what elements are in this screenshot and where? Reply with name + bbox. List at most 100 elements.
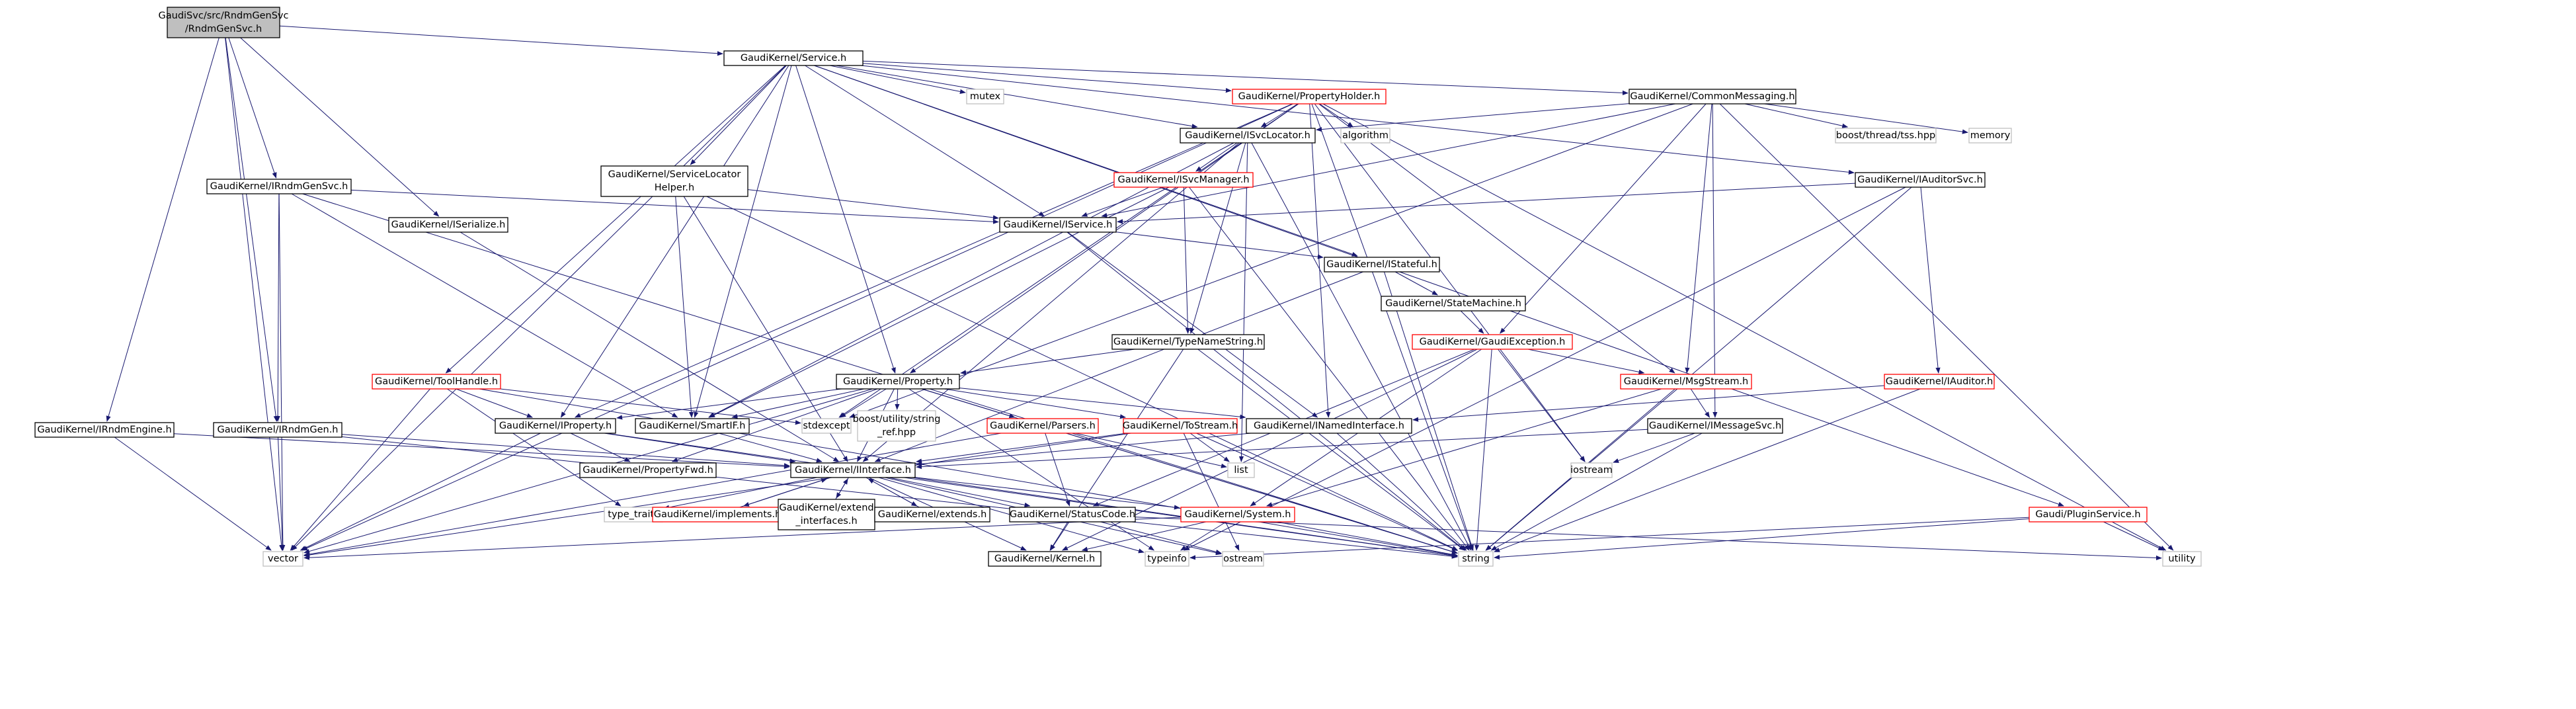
node-commonmessaging[interactable]: GaudiKernel/CommonMessaging.h [1629,89,1796,104]
node-statuscode[interactable]: GaudiKernel/StatusCode.h [1009,507,1136,522]
node-label-stdexcept: stdexcept [803,421,850,431]
edge-commonmessaging-to-iservice [1101,103,1675,218]
edge-root-to-vector [225,37,284,551]
node-iproperty[interactable]: GaudiKernel/IProperty.h [495,418,616,434]
node-parsers[interactable]: GaudiKernel/Parsers.h [986,418,1099,434]
node-gaudiexception[interactable]: GaudiKernel/GaudiException.h [1412,334,1573,350]
node-box-ostream [1222,551,1264,567]
node-label-pluginservice: Gaudi/PluginService.h [2035,509,2140,520]
node-isvcmanager[interactable]: GaudiKernel/ISvcManager.h [1113,172,1254,188]
edge-inamedinterface-to-iinterface [916,433,1251,466]
node-property[interactable]: GaudiKernel/Property.h [836,374,960,390]
edge-iauditorsvc-to-string [1485,187,1912,551]
node-extendinterfaces[interactable]: GaudiKernel/extend_interfaces.h [778,499,875,530]
node-toolhandle[interactable]: GaudiKernel/ToolHandle.h [372,374,501,390]
node-label-property: GaudiKernel/Property.h [843,376,953,387]
edge-servicelocatorhelper-to-iservice [747,189,999,220]
edge-toolhandle-to-string [479,388,1458,558]
node-ostream: ostream [1222,551,1264,567]
node-label-iinterface: GaudiKernel/IInterface.h [795,465,911,476]
edge-system-to-vector [303,517,1182,560]
node-box-msgstream [1620,374,1752,390]
edge-property-to-typeinfo [908,388,1155,551]
node-implements[interactable]: GaudiKernel/implements.h [652,507,783,522]
edge-pluginservice-to-string [1494,518,2030,560]
edge-iinterface-to-system [914,477,1180,510]
node-iservice[interactable]: GaudiKernel/IService.h [999,217,1117,233]
node-system[interactable]: GaudiKernel/System.h [1180,507,1295,522]
node-label-propertyfwd: GaudiKernel/PropertyFwd.h [583,465,713,476]
node-label-iserialize: GaudiKernel/ISerialize.h [391,220,506,230]
node-label-iostream: iostream [1570,465,1613,476]
edge-statuscode-to-kernel [1049,521,1068,551]
node-box-iauditor [1884,374,1995,390]
edge-tostream-to-iinterface [916,433,1127,464]
node-typenamestring[interactable]: GaudiKernel/TypeNameString.h [1111,334,1265,350]
node-root[interactable]: GaudiSvc/src/RndmGenSvc/RndmGenSvc.h [159,7,289,38]
node-iserialize[interactable]: GaudiKernel/ISerialize.h [388,217,508,233]
edge-root-to-irndmengine [106,37,220,422]
node-extends[interactable]: GaudiKernel/extends.h [874,507,990,522]
node-box-iauditorsvc [1855,172,1986,188]
node-box-gaudiexception [1412,334,1573,350]
node-kernel[interactable]: GaudiKernel/Kernel.h [988,551,1102,567]
edge-propertyholder-to-string [1311,103,1473,551]
edge-imessagesvc-to-string [1490,433,1703,551]
node-label-iproperty: GaudiKernel/IProperty.h [499,421,612,431]
edge-root-to-irndmgen [225,37,278,422]
node-box-tostream [1123,418,1238,434]
node-label-gaudiexception: GaudiKernel/GaudiException.h [1420,337,1566,347]
node-box-memory [1968,128,2012,144]
node-box-typenamestring [1111,334,1265,350]
node-service[interactable]: GaudiKernel/Service.h [723,50,864,66]
node-isvclocator[interactable]: GaudiKernel/ISvcLocator.h [1180,128,1316,144]
node-iauditorsvc[interactable]: GaudiKernel/IAuditorSvc.h [1855,172,1986,188]
edge-statemachine-to-gaudiexception [1460,310,1484,334]
edge-service-to-iservice [805,65,1045,217]
edge-service-to-mutex [829,65,966,94]
node-box-parsers [986,418,1099,434]
node-label-isvcmanager: GaudiKernel/ISvcManager.h [1117,175,1249,185]
node-tostream[interactable]: GaudiKernel/ToStream.h [1123,418,1238,434]
node-stdexcept: stdexcept [801,418,852,434]
node-iostream: iostream [1570,462,1613,478]
edge-propertyholder-to-property [910,103,1299,374]
node-vector: vector [262,551,303,567]
node-label-root-line-2: /RndmGenSvc.h [185,24,262,34]
node-pluginservice[interactable]: Gaudi/PluginService.h [2029,507,2148,522]
edge-propertyholder-to-msgstream [1318,103,1675,374]
node-irndmgen[interactable]: GaudiKernel/IRndmGen.h [213,422,342,438]
node-propertyholder[interactable]: GaudiKernel/PropertyHolder.h [1232,89,1387,104]
node-iinterface[interactable]: GaudiKernel/IInterface.h [790,462,916,478]
edge-isvclocator-to-smartif [708,142,1234,418]
node-smartif[interactable]: GaudiKernel/SmartIF.h [635,418,750,434]
node-istateful[interactable]: GaudiKernel/IStateful.h [1324,257,1440,272]
node-label-boostutility-line-2: _ref.hpp [877,427,916,438]
node-box-property [836,374,960,390]
edge-istateful-to-string [1384,271,1474,551]
edge-isvclocator-to-isvcmanager [1195,142,1238,172]
edge-parsers-to-string [1066,433,1458,554]
node-iauditor[interactable]: GaudiKernel/IAuditor.h [1884,374,1995,390]
edge-istateful-to-iinterface [874,271,1363,462]
edge-propertyholder-to-iproperty [574,103,1293,418]
edge-service-to-servicelocatorhelper [690,65,787,165]
node-box-iproperty [495,418,616,434]
node-irndmgensvc[interactable]: GaudiKernel/IRndmGenSvc.h [206,179,352,194]
node-msgstream[interactable]: GaudiKernel/MsgStream.h [1620,374,1752,390]
edge-propertyholder-to-isvclocator [1260,103,1298,128]
node-box-boostutility [857,410,936,442]
node-label-statuscode: GaudiKernel/StatusCode.h [1010,509,1135,520]
node-statemachine[interactable]: GaudiKernel/StateMachine.h [1381,296,1526,312]
edge-system-to-kernel [1081,521,1207,552]
node-inamedinterface[interactable]: GaudiKernel/INamedInterface.h [1246,418,1412,434]
node-irndmengine[interactable]: GaudiKernel/IRndmEngine.h [34,422,175,438]
node-label-typeinfo: typeinfo [1147,554,1187,564]
node-box-irndmgensvc [206,179,352,194]
edge-pluginservice-to-utility [2103,521,2165,551]
node-imessagesvc[interactable]: GaudiKernel/IMessageSvc.h [1647,418,1783,434]
node-box-algorithm [1340,128,1390,144]
node-propertyfwd[interactable]: GaudiKernel/PropertyFwd.h [579,462,717,478]
edge-service-to-smartif [694,65,792,418]
